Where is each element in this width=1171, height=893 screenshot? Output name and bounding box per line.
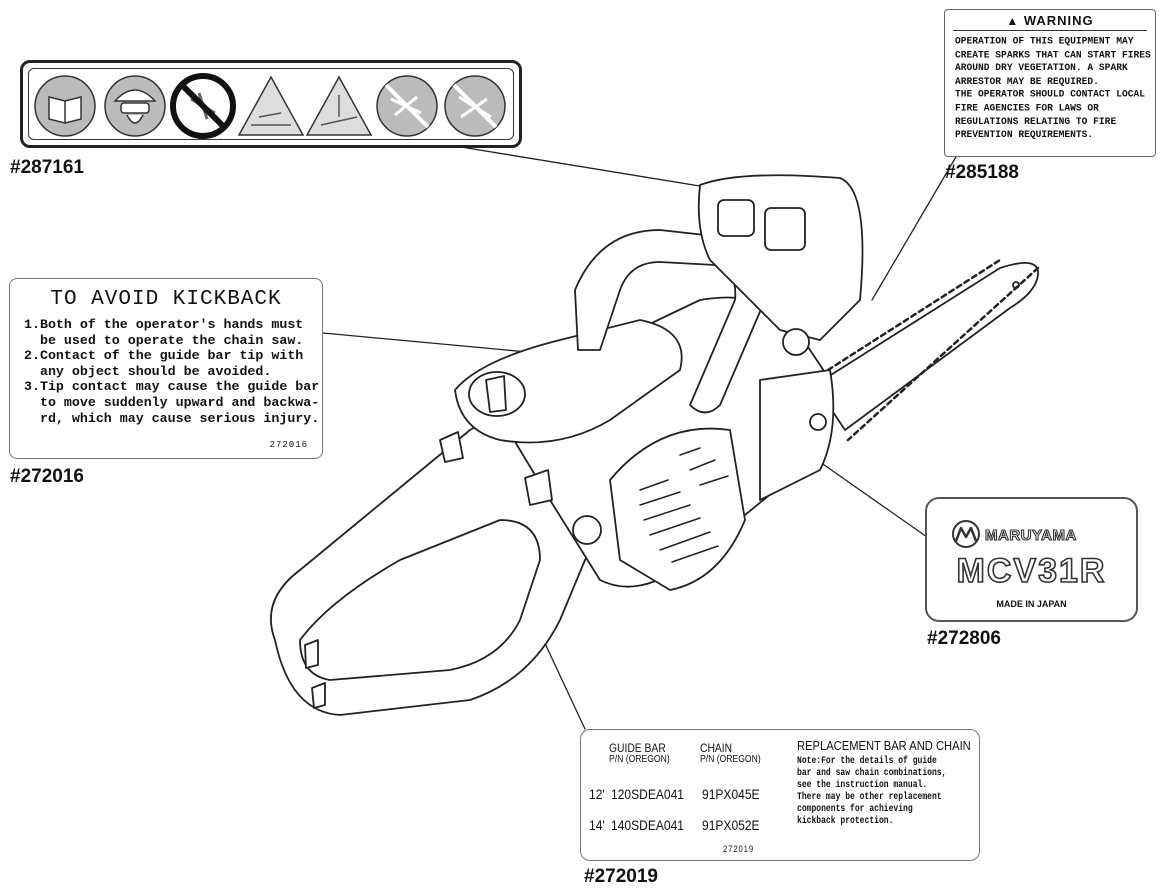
kickback-label: TO AVOID KICKBACK 1.Both of the operator… (9, 278, 323, 459)
warning-triangle-icon: ▲ (1006, 14, 1020, 28)
note-line: There may be other replacement (797, 791, 942, 802)
part-number-model: #272806 (927, 628, 1001, 649)
replacement-code: 272019 (723, 844, 755, 854)
kickback-title: TO AVOID KICKBACK (50, 288, 282, 311)
note-line: see the instruction manual. (797, 779, 928, 790)
no-legs-near-chain-icon (444, 75, 506, 137)
no-one-handed-use-icon (170, 73, 236, 139)
row-bar: 140SDEA041 (611, 817, 684, 833)
row-chain: 91PX045E (702, 786, 760, 802)
guide-bar (814, 258, 1040, 442)
part-number-kickback: #272016 (10, 466, 84, 487)
warning-line: ARRESTOR MAY BE REQUIRED. (955, 75, 1099, 87)
part-number-replacement: #272019 (584, 866, 658, 887)
row-bar: 120SDEA041 (611, 786, 684, 802)
part-number-warning: #285188 (945, 162, 1019, 183)
kickback-line: 2.Contact of the guide bar tip with (24, 348, 304, 364)
replacement-title: REPLACEMENT BAR AND CHAIN (797, 738, 971, 753)
warning-line: PREVENTION REQUIREMENTS. (955, 128, 1094, 141)
made-in: MADE IN JAPAN (996, 599, 1067, 609)
warning-line: CREATE SPARKS THAT CAN START FIRES (955, 48, 1151, 61)
warning-heading-text: WARNING (1023, 13, 1094, 28)
warning-label: ▲ WARNING OPERATION OF THIS EQUIPMENT MA… (944, 9, 1156, 157)
helmet-ear-eye-protection-icon (104, 75, 166, 137)
maruyama-logo-icon (952, 520, 980, 548)
warning-line: THE OPERATOR SHOULD CONTACT LOCAL (955, 88, 1145, 101)
warning-line: FIRE AGENCIES FOR LAWS OR (955, 101, 1099, 114)
chain-brake-warning-icon (305, 75, 373, 136)
pictogram-row (34, 73, 506, 139)
note-line: kickback protection. (797, 815, 894, 826)
note-line: bar and saw chain combinations, (797, 767, 947, 778)
read-manual-icon (34, 75, 96, 137)
note-line: Note:For the details of guide (797, 755, 937, 766)
replacement-label: GUIDE BAR P/N (OREGON) CHAIN P/N (OREGON… (580, 729, 980, 861)
row-size: 14' (589, 817, 605, 833)
warning-heading: ▲ WARNING (945, 13, 1155, 28)
row-size: 12' (589, 786, 605, 802)
warning-body: OPERATION OF THIS EQUIPMENT MAY CREATE S… (955, 35, 1151, 142)
warning-line: OPERATION OF THIS EQUIPMENT MAY (955, 35, 1134, 47)
leader-lines (322, 145, 961, 730)
kickback-line: 3.Tip contact may cause the guide bar (24, 379, 320, 395)
kickback-line: to move suddenly upward and backwa- (24, 394, 320, 410)
kickback-line: any object should be avoided. (24, 363, 272, 379)
replacement-note: Note:For the details of guide bar and sa… (797, 755, 946, 827)
kickback-code: 272016 (269, 440, 308, 450)
bar-header-2: P/N (OREGON) (609, 754, 670, 765)
chain-header-2: P/N (OREGON) (700, 754, 761, 765)
no-bare-hands-icon (376, 75, 438, 137)
brand-name: MARUYAMA (984, 526, 1077, 544)
kickback-line: 1.Both of the operator's hands must (24, 317, 304, 332)
chain-header-1: CHAIN (700, 741, 733, 755)
warning-line: AROUND DRY VEGETATION. A SPARK (955, 61, 1128, 74)
pictogram-strip (28, 68, 514, 140)
pictogram-label (20, 60, 522, 148)
model-label: MARUYAMA MCV31R MADE IN JAPAN (925, 497, 1138, 622)
saw-body (270, 174, 864, 716)
row-chain: 91PX052E (702, 817, 760, 833)
note-line: components for achieving (797, 803, 913, 814)
bar-header-1: GUIDE BAR (609, 741, 666, 755)
warning-line: REGULATIONS RELATING TO FIRE (955, 115, 1117, 127)
part-number-pictograms: #287161 (10, 157, 84, 178)
kickback-line: rd, which may cause serious injury. (24, 410, 320, 426)
model-name: MCV31R (956, 551, 1107, 591)
kickback-line: be used to operate the chain saw. (24, 332, 304, 348)
kickback-body: 1.Both of the operator's hands must be u… (24, 317, 319, 426)
kickback-warning-icon (237, 75, 305, 136)
